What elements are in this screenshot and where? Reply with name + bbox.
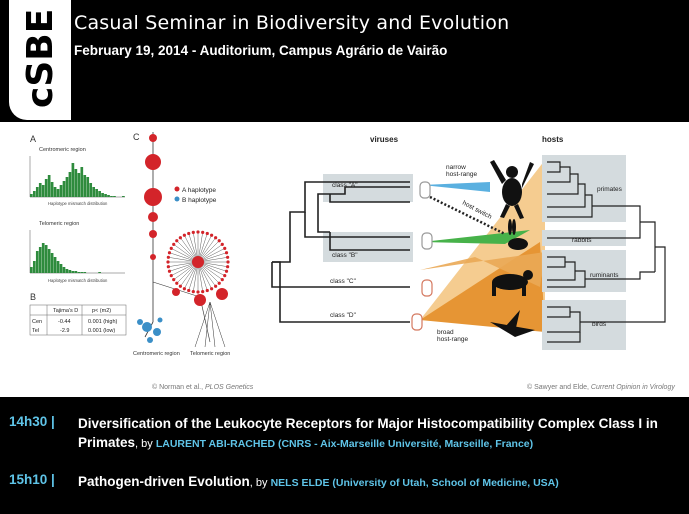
table-cell: 0.001 (high)	[88, 319, 118, 325]
virus-c-icon	[421, 279, 433, 297]
credit-norman: © Norman et al., PLOS Genetics	[152, 384, 253, 391]
class-c-label: class "C"	[330, 278, 357, 285]
table-cell: Cen	[32, 319, 42, 325]
hosts-label: hosts	[542, 135, 564, 144]
panel-label-c: C	[133, 132, 140, 142]
table-cell: Tel	[32, 328, 39, 334]
credit-sawyer-text: © Sawyer and Elde,	[527, 384, 591, 391]
table-header: Tajima's D	[53, 308, 78, 314]
class-a-box	[323, 174, 413, 202]
seminar-title: Casual Seminar in Biodiversity and Evolu…	[74, 12, 510, 34]
haplotype-network	[137, 132, 230, 348]
primates-label: primates	[597, 186, 623, 193]
virus-a-icon	[419, 181, 431, 199]
hist2-xlabel: Haplotype mismatch distribution	[48, 278, 108, 283]
talk-by: , by	[135, 438, 156, 450]
panel-label-a: A	[30, 134, 36, 144]
talk-by: , by	[249, 477, 271, 489]
talk-speaker: NELS ELDE (University of Utah, School of…	[270, 477, 559, 489]
narrow-range-cone	[422, 182, 490, 192]
narrow-host-range-label: host-range	[446, 171, 477, 178]
host-switch-arrow	[429, 195, 506, 236]
talk-time: 15h10 |	[9, 472, 55, 487]
broad-label: broad	[437, 329, 454, 336]
class-c-cone	[420, 252, 545, 287]
virus-b-icon	[421, 232, 433, 250]
credit-norman-journal: PLOS Genetics	[205, 384, 254, 391]
centromeric-hist-title: Centromeric region	[39, 147, 86, 153]
host-switch-label: host switch	[461, 200, 493, 221]
telomeric-hist-title: Telomeric region	[39, 221, 79, 227]
logo-text: cSBE	[20, 9, 59, 108]
csbe-logo: cSBE	[9, 0, 71, 120]
talk-time: 14h30 |	[9, 414, 55, 429]
legend-a-haplotype: A haplotype	[182, 187, 216, 194]
seminar-date-venue: February 19, 2014 - Auditorium, Campus A…	[74, 43, 448, 58]
rabbits-label: rabbits	[572, 237, 592, 244]
talk-title: Diversification of the Leukocyte Recepto…	[78, 416, 658, 450]
talk-speaker: LAURENT ABI-RACHED (CNRS - Aix-Marseille…	[155, 438, 534, 450]
credit-sawyer: © Sawyer and Elde, Current Opinion in Vi…	[527, 384, 675, 391]
telomeric-region-label: Telomeric region	[190, 351, 230, 357]
talk-list: 14h30 | Diversification of the Leukocyte…	[0, 397, 689, 514]
class-d-label: class "D"	[330, 312, 357, 319]
talk-title: Pathogen-driven Evolution	[78, 474, 250, 489]
table-cell: -0.44	[58, 319, 71, 325]
legend-b-haplotype: B haplotype	[182, 197, 217, 204]
rabbit-icon	[508, 238, 528, 250]
table-header: p< (m2)	[92, 308, 111, 314]
primate-icon	[502, 178, 522, 206]
viruses-label: viruses	[370, 135, 399, 144]
telomeric-histogram	[29, 230, 125, 274]
tajima-table: Tajima's D p< (m2) Cen -0.44 0.001 (high…	[29, 304, 127, 336]
virus-tree	[271, 181, 410, 323]
cow-icon	[492, 274, 528, 290]
host-tree	[547, 161, 666, 343]
seminar-header: cSBE Casual Seminar in Biodiversity and …	[0, 0, 689, 120]
birds-label: birds	[592, 321, 607, 328]
haplotype-legend: A haplotype B haplotype	[174, 186, 217, 204]
table-cell: 0.001 (low)	[88, 328, 115, 334]
credit-norman-text: © Norman et al.,	[152, 384, 206, 391]
talk-description: Pathogen-driven Evolution, by NELS ELDE …	[78, 472, 678, 493]
talk-description: Diversification of the Leukocyte Recepto…	[78, 414, 678, 454]
class-b-label: class "B"	[332, 252, 358, 259]
credit-sawyer-journal: Current Opinion in Virology	[590, 384, 675, 391]
broad-host-range-label: host-range	[437, 336, 468, 343]
figure-panel: A Centromeric region Haplotype mismatch …	[0, 122, 689, 397]
centromeric-histogram	[29, 156, 125, 198]
csbe-logo-mark: cSBE	[20, 9, 59, 108]
hist1-xlabel: Haplotype mismatch distribution	[48, 201, 108, 206]
narrow-label: narrow	[446, 164, 466, 171]
animal-silhouettes	[490, 160, 535, 337]
centromeric-region-label: Centromeric region	[133, 351, 180, 357]
table-cell: -2.9	[60, 328, 69, 334]
virus-d-icon	[411, 313, 423, 331]
panel-label-b: B	[30, 292, 36, 302]
class-a-label: class "A"	[332, 182, 358, 189]
ruminants-label: ruminants	[590, 272, 619, 279]
primates-box	[542, 155, 626, 222]
figure-svg: A Centromeric region Haplotype mismatch …	[29, 132, 666, 357]
